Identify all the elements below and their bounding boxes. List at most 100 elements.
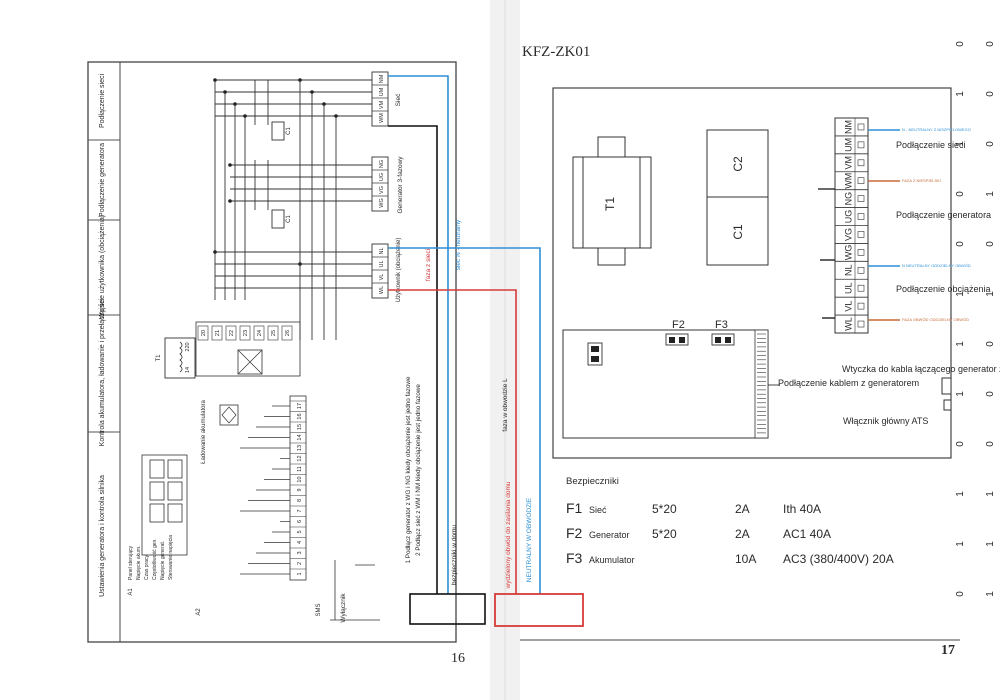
margin-mark: 0 [985,141,996,147]
terminal-colored-wires [868,129,900,321]
bottom-terminal-number: 7 [297,509,303,512]
upper-terminal-cell [197,325,209,341]
page-number-right: 17 [941,643,955,658]
note-2: 2 Podłącz sieć z WM i NM kiedy obciążeni… [415,384,422,556]
right-terminal-label: NM [843,120,853,134]
terminal-screw [857,284,865,292]
schematic-bus-lines [214,79,372,340]
upper-terminal-number: 22 [229,330,235,336]
fuse-label-f3: F3 [715,319,728,331]
margin-mark: 1 [985,541,996,547]
fuse-rating: 2A [735,527,750,541]
ann-small-1: N - NEUTRALNY Z NISZPIELOWEGO [902,127,971,132]
right-terminal-label: VG [843,228,853,241]
bottom-terminal-number: 5 [297,530,303,533]
bottom-terminal-number: 4 [297,541,303,544]
box-wydzielony-obwod [494,593,584,627]
margin-mark: 0 [985,91,996,97]
right-terminal-label: WL [843,317,853,331]
pcb-board [562,329,769,439]
terminal-ul: UL [379,260,385,267]
fuse-name: Akumulator [589,555,635,565]
transformer-t1: T1 220 14 [156,337,196,379]
svg-text:14: 14 [185,367,191,373]
margin-mark: 1 [955,291,966,297]
fuse-size: 5*20 [652,527,677,541]
svg-text:Ładowanie akumulatora: Ładowanie akumulatora [201,399,207,463]
right-terminal-label: UG [843,210,853,224]
callout-wtyczka: Wtyczka do kabla łączącego generator z A… [842,364,1000,374]
terminal-wg: WG [379,198,385,207]
margin-mark: 1 [955,541,966,547]
terminal-screw [857,159,865,167]
margin-mark: 1 [985,191,996,197]
terminal-screw [857,141,865,149]
terminal-nm: NM [379,74,385,83]
upper-terminal-cell [267,325,279,341]
margin-mark: 1 [955,141,966,147]
black-wire-faza-dom [388,125,438,594]
callout-wlacznik: Włącznik główny ATS [843,416,928,426]
ann-wydzielony: wydzielony obwód do zasilania domu [505,481,512,589]
component-c1-c2: C2 C1 [706,129,769,266]
note-1: 1 Podłącz generator z WG i NG kiedy obci… [405,376,412,563]
label-siec: Sieć [395,93,402,106]
margin-mark: 0 [985,441,996,447]
fuse-label-f2: F2 [672,319,685,331]
upper-terminal-cell [253,325,265,341]
terminal-vl: VL [379,274,385,281]
bottom-terminal-number: 17 [297,403,303,409]
bottom-terminal-number: 15 [297,424,303,430]
left-page-frame [87,61,457,643]
ann-siec-neutralny: sieć N - neutralny [455,219,462,270]
contactor-label-c1-mains: C1 [286,127,292,135]
terminal-screw [857,177,865,185]
margin-mark: 0 [985,391,996,397]
bottom-terminal-number: 10 [297,476,303,482]
margin-mark: 1 [955,341,966,347]
right-terminal-label: VM [843,156,853,170]
main-switch [943,399,952,411]
ann-neutralny-obwod: NEUTRALNY W OBWODZIE [526,497,533,582]
margin-mark: 0 [955,441,966,447]
terminal-screw [857,123,865,131]
fuse-spec: AC1 40A [783,527,831,541]
contactor-c1-mains [271,121,285,141]
fuse-rating: 10A [735,552,756,566]
callout-kabel-1: Podłączenie kablem z generatorem [778,378,919,388]
right-terminal-label: WG [843,245,853,261]
fuse-size: 5*20 [652,502,677,516]
terminal-block-generator: NG UG VG WG [371,156,389,212]
right-terminal-label: NG [843,192,853,206]
terminal-ug: UG [379,173,385,181]
fuse-id: F2 [566,525,583,541]
bottom-terminal-number: 11 [297,466,303,472]
ann-small-4: FAZA OBWÓD ODDZIELNY OBWÓD [902,317,969,322]
fuse-name: Generator [589,530,630,540]
margin-mark: 1 [955,91,966,97]
column-label-siec: Podłączenie sieci [99,74,106,129]
right-page: KFZ-ZK01 17 T1 C2 C1 NMUMVMWMNGUGVGWGNLU… [520,44,1000,658]
margin-mark: 1 [985,491,996,497]
terminal-screw [857,213,865,220]
terminal-block-siec: NM UM VM WM [371,71,389,127]
board-frame [552,87,952,459]
terminal-screw [857,195,865,202]
label-generator: Generator 3-fazowy [397,156,404,214]
terminal-screw [857,266,865,274]
upper-terminal-cell [225,325,237,341]
terminal-vm: VM [379,100,385,109]
battery-charging-block: Ładowanie akumulatora [201,399,239,464]
panel-label: Czas pracy [144,554,150,580]
ann-faza-obwod: faza w obwodzie L [502,378,509,432]
terminal-wires [818,188,835,319]
terminal-block-load: NL UL VL WL [371,243,389,299]
upper-terminal-cell [239,325,251,341]
fuse-rating: 2A [735,502,750,516]
terminal-screw [857,249,865,256]
bottom-terminal-number: 9 [297,488,303,491]
label-sms: SMS [316,603,322,616]
